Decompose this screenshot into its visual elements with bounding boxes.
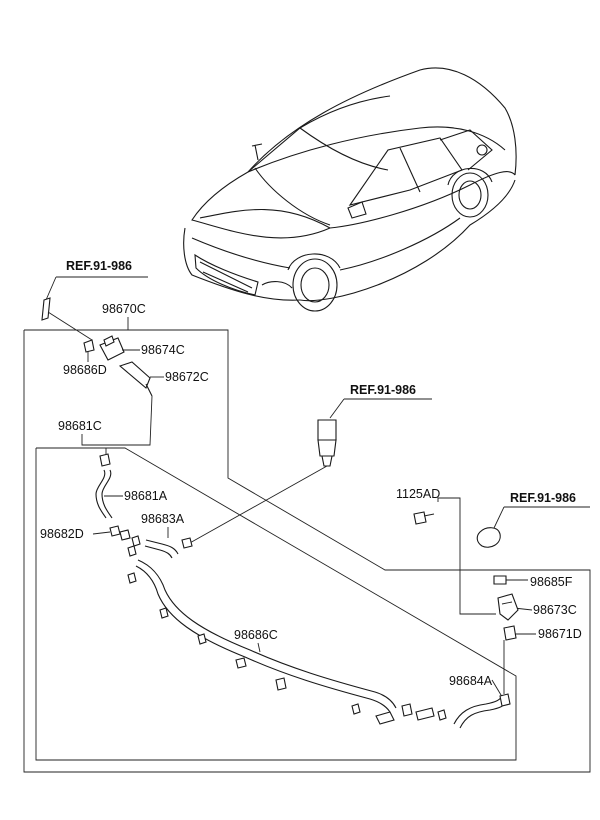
grommet-part-98671D	[503, 625, 517, 641]
hose-clip	[351, 703, 361, 715]
washer-pump-assembly: REF.91-986	[187, 383, 432, 545]
clip-part-98686D	[83, 339, 95, 353]
label-98683A: 98683A	[141, 512, 185, 526]
washer-pump-part	[317, 419, 337, 441]
hose-98684A	[453, 695, 503, 725]
label-1125AD: 1125AD	[396, 487, 440, 501]
label-98682D: 98682D	[40, 527, 84, 541]
main-washer-hose: 98686C	[127, 559, 447, 725]
label-98681A: 98681A	[124, 489, 168, 503]
assembly-frames	[23, 329, 591, 773]
clip-part-98685F	[493, 575, 507, 585]
label-98685F: 98685F	[530, 575, 573, 589]
right-side-parts: 1125AD REF.91-986 98685F 98673C 98671D 9…	[396, 487, 590, 729]
label-98673C: 98673C	[533, 603, 577, 617]
hose-clip	[159, 607, 169, 619]
nozzle-part-98673C	[497, 593, 519, 621]
hose-clip	[275, 677, 287, 691]
label-98686D: 98686D	[63, 363, 107, 377]
ref-label-right: REF.91-986	[510, 491, 576, 505]
hose-clip	[127, 572, 137, 584]
hose-98681A	[95, 469, 107, 519]
clip-part-98682D	[109, 525, 121, 537]
ref-label-top-left: REF.91-986	[66, 259, 132, 273]
label-98672C: 98672C	[165, 370, 209, 384]
hose-clip	[197, 633, 207, 645]
hose-98683A	[145, 539, 179, 555]
label-98684A: 98684A	[449, 674, 493, 688]
bottle-cap-part	[476, 527, 501, 548]
upper-hoses: 98681A 98683A 98682D	[40, 448, 193, 559]
hose-clip	[235, 657, 247, 669]
hood-bracket-part	[41, 297, 51, 321]
label-98686C: 98686C	[234, 628, 278, 642]
label-98670C: 98670C	[102, 302, 146, 316]
ref-top-left: REF.91-986	[41, 259, 148, 341]
connector-part-98672C	[118, 361, 151, 389]
label-98681C: 98681C	[58, 419, 102, 433]
label-98674C: 98674C	[141, 343, 185, 357]
hose-joint-part	[99, 453, 111, 467]
hose-98686C	[137, 559, 397, 709]
ref-label-middle: REF.91-986	[350, 383, 416, 397]
label-98671D: 98671D	[538, 627, 582, 641]
bolt-1125AD	[413, 511, 427, 525]
nozzle-assembly: 98670C 98674C 98686D 98672C 98681C	[58, 302, 209, 446]
hose-connector	[375, 711, 395, 725]
vehicle-illustration	[183, 67, 517, 312]
